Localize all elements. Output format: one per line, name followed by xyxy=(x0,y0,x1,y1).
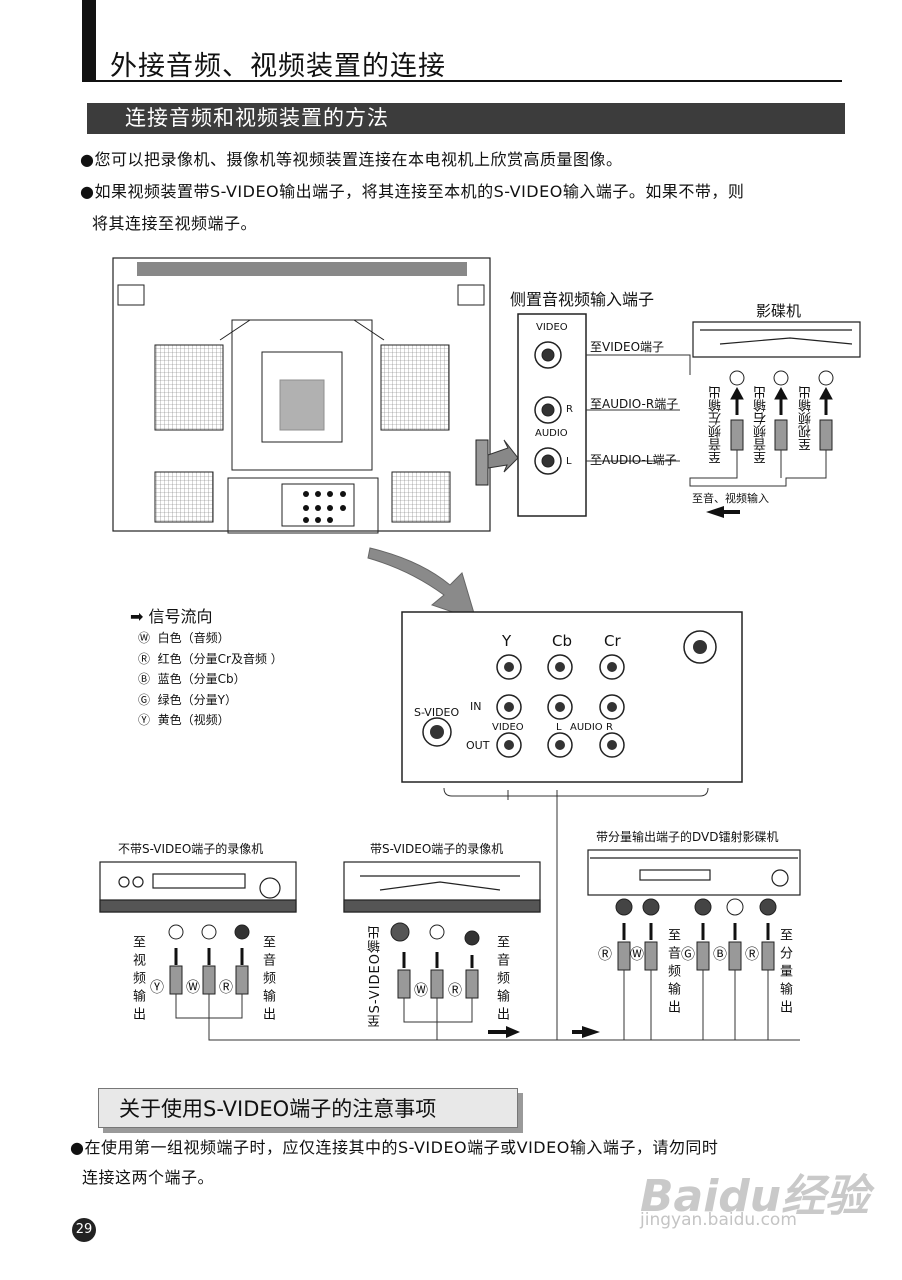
to-audio-out-3: 至音频输出 xyxy=(665,928,680,1018)
legend-item: Ⓡ 红色（分量Cr及音频 ） xyxy=(138,651,283,666)
side-video-label: VIDEO xyxy=(536,322,568,333)
tv-rear-illustration xyxy=(112,257,491,534)
in-label: IN xyxy=(470,700,482,713)
side-r-label: R xyxy=(566,404,573,415)
to-video-out-1: 至视频输出 xyxy=(130,935,145,1025)
side-audio-label: AUDIO xyxy=(535,428,568,439)
l-label: L xyxy=(556,722,562,733)
to-audio-out-2: 至音频输出 xyxy=(494,935,509,1025)
player-out-left: 至音频左输出 xyxy=(709,386,724,464)
to-video-label: 至VIDEO端子 xyxy=(590,340,665,354)
cr-label: Cr xyxy=(604,632,621,650)
mark-w-3: Ⓦ xyxy=(630,947,644,963)
legend-item: Ⓨ 黄色（视频） xyxy=(138,713,230,727)
to-component-out: 至分量输出 xyxy=(777,928,792,1018)
page-number: 29 xyxy=(72,1218,96,1242)
side-panel-title: 侧置音视频输入端子 xyxy=(510,290,655,309)
bullet-2: ●如果视频装置带S-VIDEO输出端子，将其连接至本机的S-VIDEO输入端子。… xyxy=(80,182,745,201)
legend-item: Ⓑ 蓝色（分量Cb） xyxy=(138,672,246,686)
player-to-av-in: 至音、视频输入 xyxy=(692,492,769,505)
disc-player-illustration xyxy=(692,321,861,358)
dvd-illustration xyxy=(587,849,801,896)
to-svideo-out: 至S-VIDEO输出 xyxy=(368,925,383,1028)
side-arrow xyxy=(487,439,519,473)
legend-item: Ⓦ 白色（音频） xyxy=(138,631,230,645)
big-curved-arrow xyxy=(367,547,477,621)
vcr1-title: 不带S-VIDEO端子的录像机 xyxy=(118,842,264,856)
vcr2-title: 带S-VIDEO端子的录像机 xyxy=(370,842,504,856)
out-label: OUT xyxy=(466,739,490,752)
page-title: 外接音频、视频装置的连接 xyxy=(110,51,446,82)
flow-icon: ➡ xyxy=(130,607,149,626)
legend-item: Ⓖ 绿色（分量Y） xyxy=(138,692,237,707)
side-l-label: L xyxy=(566,456,572,467)
to-audio-l-label: 至AUDIO-L端子 xyxy=(590,453,677,467)
legend-list: Ⓦ 白色（音频） Ⓡ 红色（分量Cr及音频 ） Ⓑ 蓝色（分量Cb） Ⓖ 绿色（… xyxy=(138,628,283,731)
mark-r-3: Ⓡ xyxy=(598,947,612,963)
to-audio-r-label: 至AUDIO-R端子 xyxy=(590,397,679,411)
mark-r-2: Ⓡ xyxy=(448,983,462,999)
note-title: 关于使用S-VIDEO端子的注意事项 xyxy=(98,1088,518,1128)
dvd-title: 带分量输出端子的DVD镭射影碟机 xyxy=(596,830,779,844)
flow-arrow-left-2 xyxy=(572,1026,600,1038)
legend-title: ➡ 信号流向 xyxy=(130,607,213,626)
player-out-right: 至音频右输出 xyxy=(754,386,769,464)
mark-y-1: Ⓨ xyxy=(150,980,164,996)
mark-g: Ⓖ xyxy=(681,947,695,963)
bullet-1: ●您可以把录像机、摄像机等视频装置连接在本电视机上欣赏高质量图像。 xyxy=(80,150,623,169)
to-audio-out-1: 至音频输出 xyxy=(260,935,275,1025)
flow-arrow-left xyxy=(706,506,740,518)
cb-label: Cb xyxy=(552,632,572,650)
video-label: VIDEO xyxy=(492,722,524,733)
flow-arrow-right xyxy=(488,1026,520,1038)
note-line-1: ●在使用第一组视频端子时，应仅连接其中的S-VIDEO端子或VIDEO输入端子，… xyxy=(70,1138,719,1157)
player-out-video: 至视频输出 xyxy=(799,386,814,451)
title-rule xyxy=(82,80,842,82)
mark-b: Ⓑ xyxy=(713,947,727,963)
r-label: R xyxy=(606,722,613,733)
mark-w-1: Ⓦ xyxy=(186,980,200,996)
player-title: 影碟机 xyxy=(756,302,802,320)
mark-r-1: Ⓡ xyxy=(219,980,233,996)
mark-w-2: Ⓦ xyxy=(414,983,428,999)
vcr2-illustration xyxy=(343,861,541,913)
watermark-logo: Baidu经验 xyxy=(640,1171,870,1222)
svideo-label: S-VIDEO xyxy=(414,706,460,719)
bullet-2-cont: 将其连接至视频端子。 xyxy=(92,214,258,233)
title-accent-bar xyxy=(82,0,96,82)
section-title: 连接音频和视频装置的方法 xyxy=(87,103,845,134)
watermark-url: jingyan.baidu.com xyxy=(640,1210,797,1230)
audio-label: AUDIO xyxy=(570,722,603,733)
note-line-2: 连接这两个端子。 xyxy=(82,1168,215,1187)
y-label: Y xyxy=(502,632,512,650)
mark-r-4: Ⓡ xyxy=(745,947,759,963)
vcr1-illustration xyxy=(99,861,297,913)
